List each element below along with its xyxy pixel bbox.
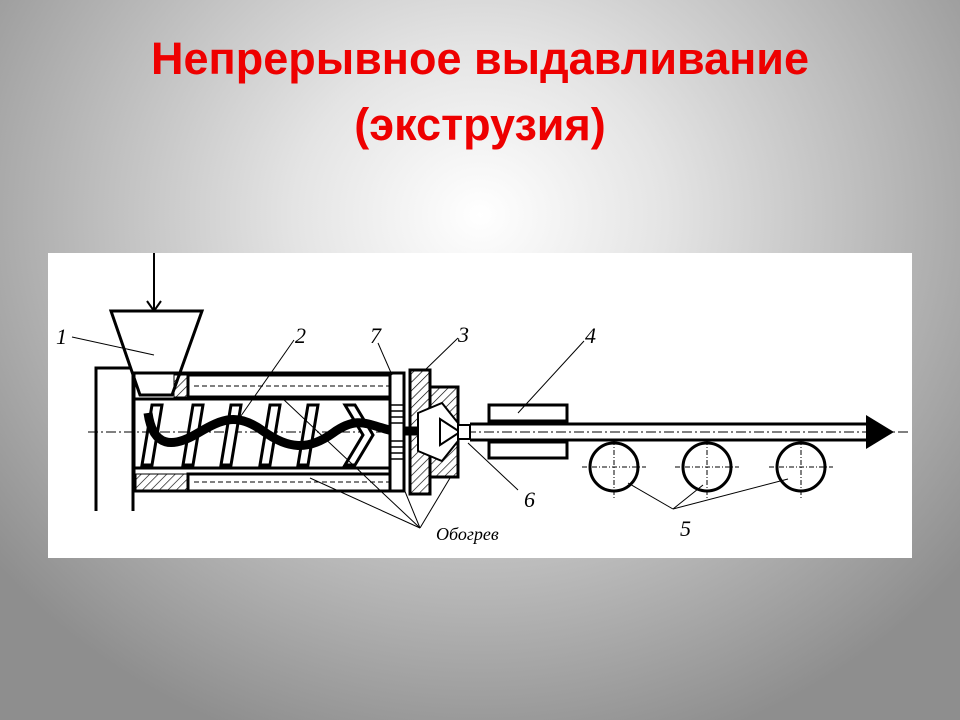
cooling-unit xyxy=(487,403,569,460)
title-line-1: Непрерывное выдавливание xyxy=(151,33,809,84)
label-4-cooling: 4 xyxy=(585,323,596,348)
die xyxy=(457,424,471,440)
label-2-screw: 2 xyxy=(295,323,306,348)
label-1-hopper: 1 xyxy=(56,324,67,349)
frame-stand xyxy=(94,366,135,511)
title-line-2: (экструзия) xyxy=(354,99,606,150)
feed-arrow-icon xyxy=(146,253,162,313)
output-arrow-icon xyxy=(866,415,894,449)
leader-lines xyxy=(71,336,789,529)
material-flow xyxy=(143,412,433,450)
barrel xyxy=(132,371,402,493)
extruder-diagram: 1 2 7 3 4 6 5 Обогрев xyxy=(48,253,912,558)
label-heating: Обогрев xyxy=(436,524,499,544)
extrudate xyxy=(470,415,894,449)
label-7-grid: 7 xyxy=(370,323,381,348)
label-5-rollers: 5 xyxy=(680,516,691,541)
screw xyxy=(140,403,375,467)
slide-title: Непрерывное выдавливание (экструзия) xyxy=(0,26,960,158)
extrusion-head xyxy=(408,368,462,496)
extruder-schematic xyxy=(71,253,910,529)
label-6-die: 6 xyxy=(524,487,535,512)
breaker-plate xyxy=(388,371,406,493)
label-3-head: 3 xyxy=(458,322,469,347)
